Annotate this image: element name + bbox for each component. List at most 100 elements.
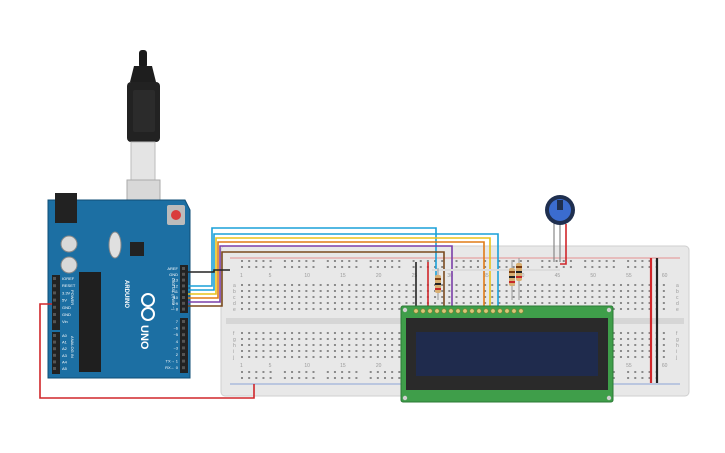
breadboard-hole[interactable] [348, 266, 351, 268]
breadboard-hole[interactable] [384, 296, 386, 298]
lcd-pin[interactable] [420, 308, 426, 314]
breadboard-hole[interactable] [341, 356, 344, 358]
breadboard-hole[interactable] [241, 290, 243, 292]
breadboard-hole[interactable] [469, 284, 472, 286]
breadboard-hole[interactable] [369, 356, 372, 358]
breadboard-hole[interactable] [441, 284, 444, 286]
breadboard-hole[interactable] [269, 356, 272, 358]
breadboard-hole[interactable] [455, 260, 458, 262]
reset-button-cap[interactable] [171, 210, 181, 220]
breadboard-hole[interactable] [376, 356, 379, 358]
breadboard-hole[interactable] [333, 302, 336, 304]
breadboard-hole[interactable] [355, 260, 358, 262]
breadboard-hole[interactable] [619, 302, 622, 304]
breadboard-hole[interactable] [627, 332, 630, 334]
breadboard-hole[interactable] [291, 356, 294, 358]
breadboard-hole[interactable] [348, 302, 351, 304]
breadboard-hole[interactable] [641, 371, 644, 373]
header-pin[interactable] [182, 346, 185, 350]
breadboard-hole[interactable] [248, 302, 251, 304]
breadboard-hole[interactable] [376, 377, 379, 379]
header-pin[interactable] [182, 359, 185, 363]
breadboard-hole[interactable] [512, 302, 515, 304]
breadboard-hole[interactable] [641, 290, 644, 292]
breadboard-hole[interactable] [405, 284, 408, 286]
breadboard-hole[interactable] [476, 296, 479, 298]
breadboard-hole[interactable] [298, 356, 301, 358]
breadboard-hole[interactable] [398, 356, 401, 358]
breadboard-hole[interactable] [262, 260, 265, 262]
breadboard-hole[interactable] [305, 332, 308, 334]
breadboard-hole[interactable] [283, 290, 286, 292]
header-pin[interactable] [182, 339, 185, 343]
breadboard-hole[interactable] [441, 302, 444, 304]
breadboard-hole[interactable] [498, 260, 501, 262]
breadboard-hole[interactable] [448, 284, 451, 286]
breadboard-hole[interactable] [355, 377, 358, 379]
breadboard-hole[interactable] [362, 284, 365, 286]
breadboard-hole[interactable] [469, 266, 472, 268]
breadboard-hole[interactable] [326, 308, 329, 310]
breadboard-hole[interactable] [255, 356, 258, 358]
breadboard-hole[interactable] [269, 377, 272, 379]
breadboard-hole[interactable] [341, 338, 344, 340]
breadboard-hole[interactable] [255, 302, 258, 304]
breadboard-hole[interactable] [333, 371, 336, 373]
breadboard-hole[interactable] [326, 290, 329, 292]
breadboard-hole[interactable] [555, 284, 558, 286]
header-pin[interactable] [182, 284, 185, 288]
breadboard-hole[interactable] [512, 266, 515, 268]
breadboard-hole[interactable] [648, 302, 651, 304]
breadboard-hole[interactable] [498, 266, 501, 268]
breadboard-hole[interactable] [283, 296, 286, 298]
breadboard-hole[interactable] [355, 308, 358, 310]
breadboard-hole[interactable] [312, 344, 315, 346]
header-pin[interactable] [53, 334, 56, 337]
breadboard-hole[interactable] [369, 302, 372, 304]
breadboard-hole[interactable] [384, 344, 386, 346]
breadboard-hole[interactable] [241, 308, 243, 310]
breadboard-hole[interactable] [369, 290, 372, 292]
breadboard-hole[interactable] [569, 290, 572, 292]
breadboard-hole[interactable] [619, 296, 622, 298]
breadboard-hole[interactable] [241, 284, 243, 286]
breadboard-hole[interactable] [455, 266, 458, 268]
breadboard-hole[interactable] [298, 296, 301, 298]
breadboard-hole[interactable] [255, 332, 258, 334]
breadboard-hole[interactable] [362, 308, 365, 310]
breadboard-hole[interactable] [305, 266, 308, 268]
breadboard-hole[interactable] [276, 350, 279, 352]
breadboard-hole[interactable] [276, 290, 279, 292]
breadboard-hole[interactable] [312, 260, 315, 262]
breadboard-hole[interactable] [641, 296, 644, 298]
breadboard-hole[interactable] [469, 302, 472, 304]
breadboard-hole[interactable] [391, 290, 394, 292]
breadboard-hole[interactable] [598, 296, 601, 298]
breadboard-hole[interactable] [269, 371, 272, 373]
breadboard-hole[interactable] [298, 332, 301, 334]
breadboard-hole[interactable] [555, 302, 558, 304]
breadboard-hole[interactable] [484, 302, 487, 304]
breadboard-hole[interactable] [326, 284, 329, 286]
breadboard-hole[interactable] [262, 296, 265, 298]
breadboard-hole[interactable] [384, 302, 386, 304]
breadboard-hole[interactable] [384, 284, 386, 286]
breadboard-hole[interactable] [305, 284, 308, 286]
breadboard-hole[interactable] [627, 338, 630, 340]
breadboard-hole[interactable] [498, 296, 501, 298]
breadboard-hole[interactable] [662, 302, 665, 304]
breadboard-hole[interactable] [312, 302, 315, 304]
breadboard-hole[interactable] [484, 266, 487, 268]
breadboard-hole[interactable] [248, 284, 251, 286]
breadboard-hole[interactable] [627, 344, 630, 346]
breadboard-hole[interactable] [569, 296, 572, 298]
breadboard-hole[interactable] [391, 344, 394, 346]
breadboard-hole[interactable] [376, 302, 379, 304]
breadboard-hole[interactable] [362, 350, 365, 352]
breadboard-hole[interactable] [384, 308, 386, 310]
breadboard-hole[interactable] [584, 296, 587, 298]
breadboard-hole[interactable] [362, 302, 365, 304]
breadboard-hole[interactable] [333, 290, 336, 292]
breadboard-hole[interactable] [634, 338, 637, 340]
breadboard-hole[interactable] [333, 332, 336, 334]
